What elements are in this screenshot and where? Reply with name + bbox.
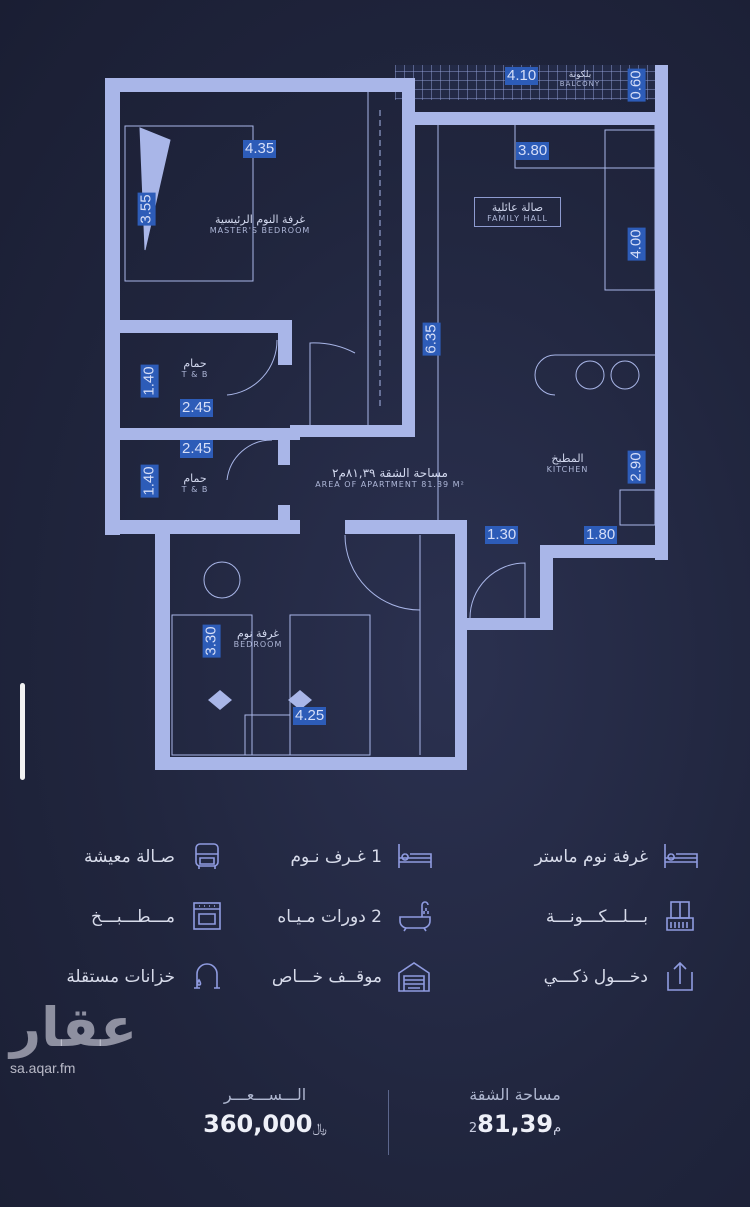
bathtub-icon (399, 901, 431, 932)
feature-item: مـــطـــبـــخ (91, 900, 225, 934)
watermark-logo: عقار (10, 996, 138, 1059)
area-value: 81,39 (477, 1110, 554, 1138)
feature-item: 2 دورات مـيـاه (277, 900, 432, 934)
oven-icon (193, 902, 221, 930)
feature-label: خزانات مستقلة (66, 967, 175, 987)
watermark-url: sa.aqar.fm (10, 1060, 76, 1076)
area-label: مساحة الشقة (469, 1085, 561, 1104)
smart-entry-icon (667, 961, 693, 991)
water-tap-icon (194, 963, 220, 989)
feature-item: 1 غـرف نـوم (290, 840, 432, 874)
feature-item: غرفة نوم ماستر (535, 840, 698, 874)
dimension-label: 0.60 (627, 68, 646, 102)
dimension-label: 6.35 (422, 322, 441, 356)
bed-icon (664, 844, 698, 868)
bed-icon (398, 844, 432, 868)
dimension-label: 3.30 (202, 624, 221, 658)
feature-item: دخـــول ذكـــي (544, 960, 698, 994)
feature-label: غرفة نوم ماستر (534, 847, 648, 867)
garage-icon (398, 962, 430, 992)
bed-pillows (208, 690, 312, 710)
feature-label: مـــطـــبـــخ (91, 907, 175, 927)
dimension-label: 2.45 (180, 440, 214, 458)
dimension-label: 4.25 (293, 707, 327, 725)
feature-label: موقــف خـــاص (271, 967, 382, 987)
feature-item: بـــلـــكـــونـــة (546, 900, 698, 934)
divider (388, 1090, 389, 1155)
apartment-area: مساحة الشقة م281,39 (420, 1085, 610, 1138)
balcony-icon (666, 901, 694, 931)
armchair-icon (195, 843, 219, 869)
price: الـــســـعـــر 360,000﷼ (170, 1085, 360, 1138)
feature-item: موقــف خـــاص (272, 960, 432, 994)
dimension-label: 2.45 (180, 399, 214, 417)
feature-label: 1 غـرف نـوم (290, 847, 382, 867)
currency-icon: ﷼ (312, 1121, 327, 1136)
feature-label: 2 دورات مـيـاه (277, 907, 382, 927)
feature-item: خزانات مستقلة (66, 960, 225, 994)
dimension-label: 1.40 (140, 364, 159, 398)
dimension-label: 1.30 (485, 526, 519, 544)
dimension-label: 4.10 (505, 67, 539, 85)
feature-item: صـالة معيشة (84, 840, 225, 874)
dimension-label: 1.80 (584, 526, 618, 544)
feature-label: صـالة معيشة (83, 847, 175, 867)
dimension-label: 3.80 (516, 142, 550, 160)
feature-label: بـــلـــكـــونـــة (545, 907, 648, 927)
price-label: الـــســـعـــر (223, 1085, 307, 1104)
floor-plan (105, 65, 668, 770)
walls (105, 65, 668, 770)
dimension-label: 4.35 (243, 140, 277, 158)
scrollbar[interactable] (20, 683, 25, 780)
dimension-label: 3.55 (137, 192, 156, 226)
price-value: 360,000 (203, 1110, 313, 1138)
dimension-label: 2.90 (627, 450, 646, 484)
area-unit: م2 (468, 1121, 562, 1136)
feature-label: دخـــول ذكـــي (543, 967, 648, 987)
dimension-label: 1.40 (140, 464, 159, 498)
dimension-label: 4.00 (627, 227, 646, 261)
